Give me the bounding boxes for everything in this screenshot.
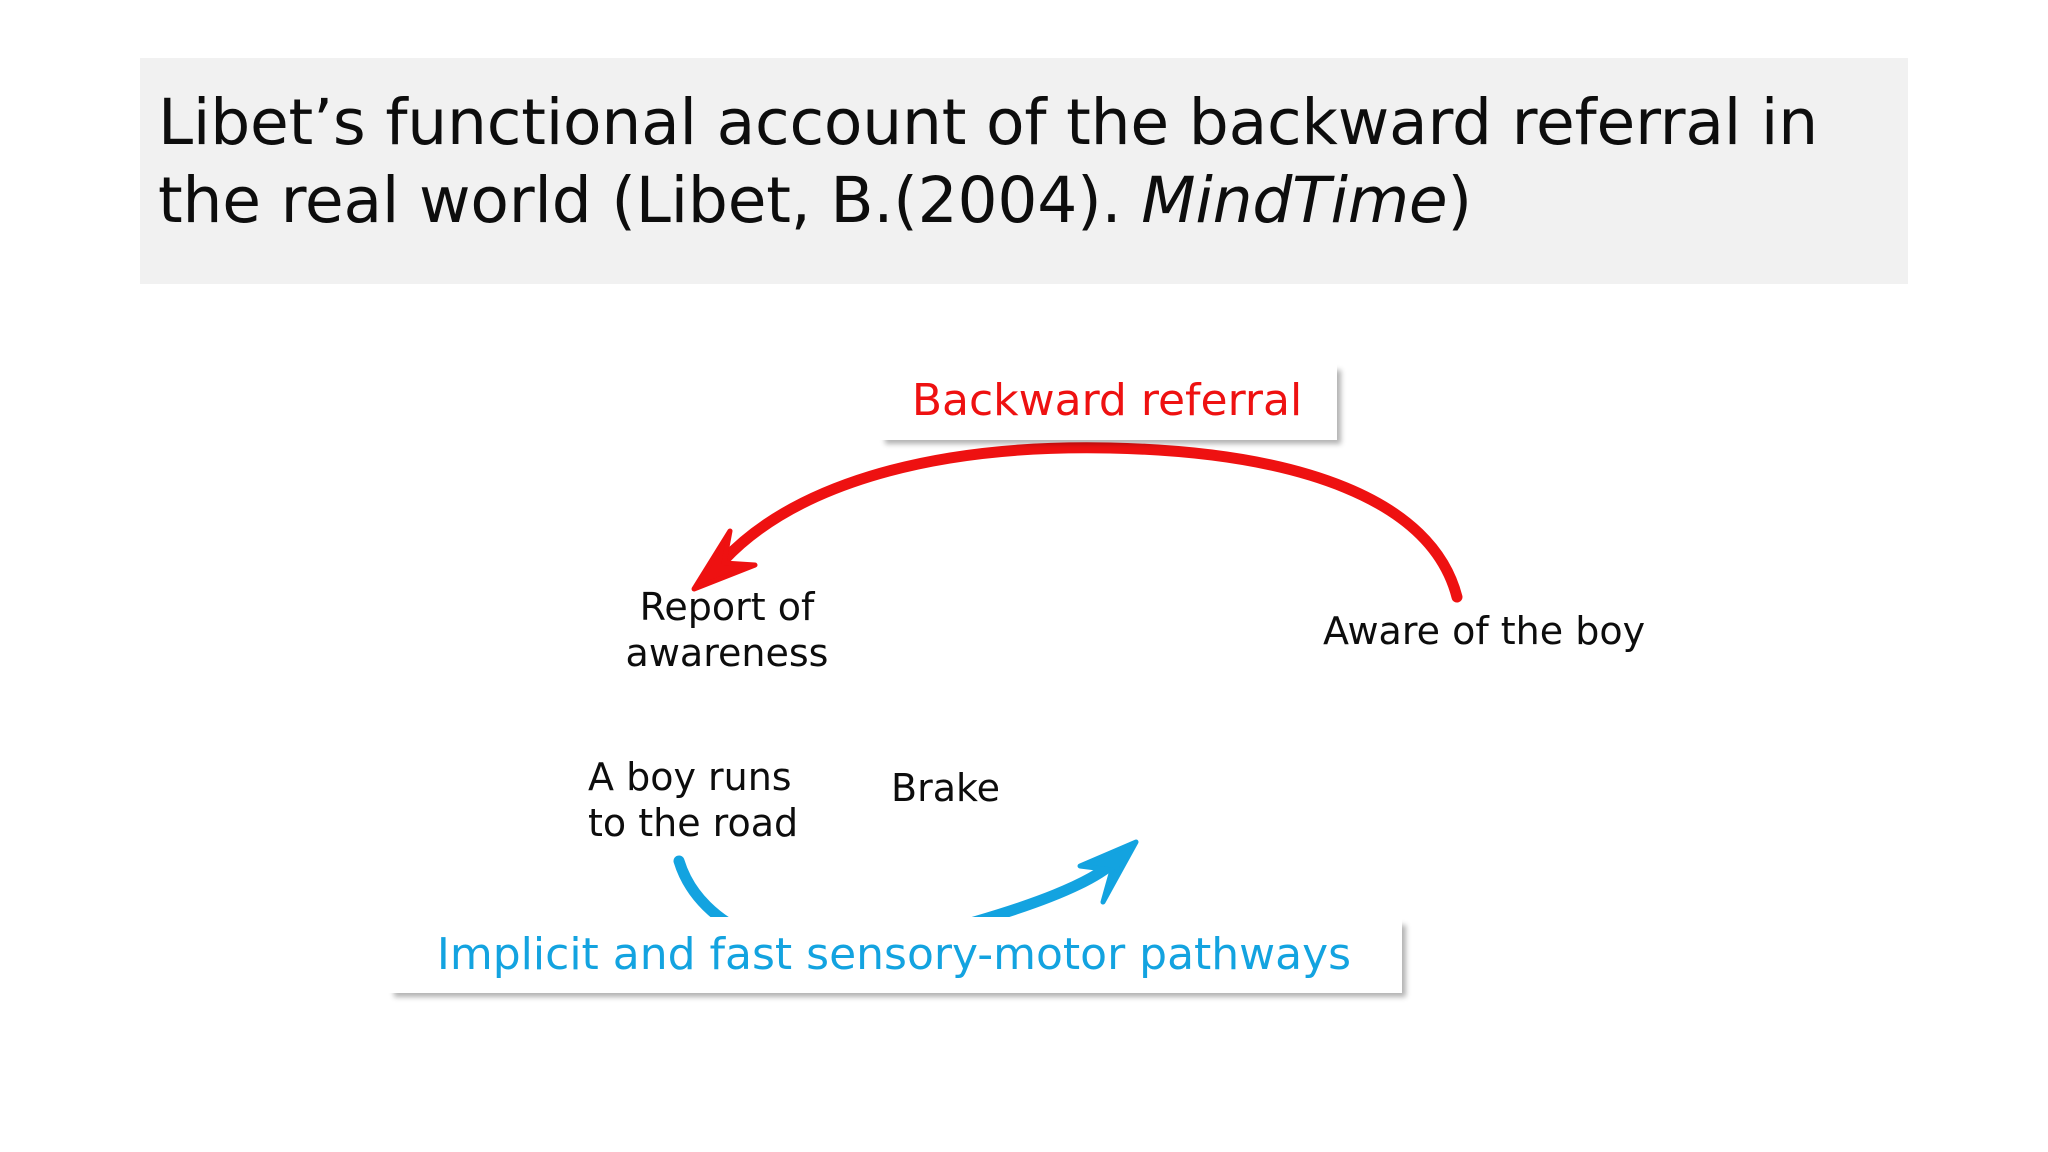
callout-sensory-motor-pathways[interactable]: Implicit and fast sensory-motor pathways (386, 917, 1402, 993)
callout-backward-referral-label: Backward referral (911, 375, 1303, 426)
label-a-boy-runs-to-the-road: A boy runs to the road (588, 755, 799, 845)
label-brake: Brake (891, 766, 1001, 810)
label-report-of-awareness: Report of awareness (625, 585, 829, 675)
title-line-1: Libet’s functional account of the backwa… (158, 86, 1818, 159)
title-book-name: MindTime (1141, 164, 1448, 237)
callout-backward-referral[interactable]: Backward referral (877, 362, 1337, 440)
page-title: Libet’s functional account of the backwa… (158, 84, 1878, 240)
callout-sensory-motor-label: Implicit and fast sensory-motor pathways (436, 929, 1352, 980)
backward-referral-arrow (691, 442, 1463, 603)
title-line-2-prefix: the real world (Libet, B.(2004). (158, 164, 1142, 237)
slide-title-banner: Libet’s functional account of the backwa… (140, 58, 1908, 284)
title-line-2-suffix: ) (1447, 164, 1473, 237)
label-aware-of-the-boy: Aware of the boy (1323, 609, 1646, 653)
